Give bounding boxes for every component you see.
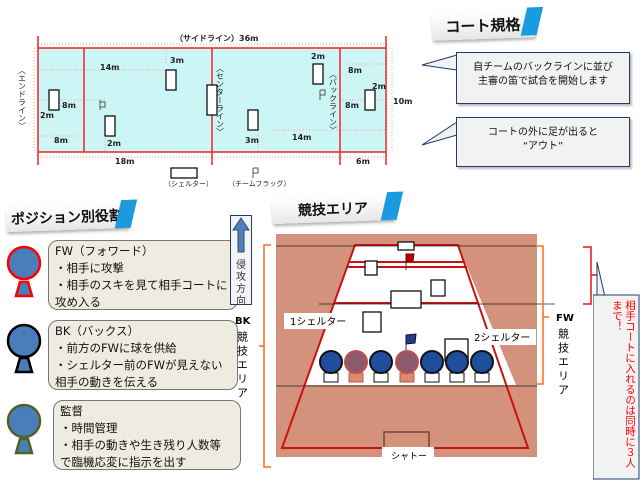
shelter-2-label: 2シェルター [474,332,530,344]
dim-label: 2m [40,111,54,120]
callout-text: 自チームのバックラインに並び [473,62,613,73]
dim-label: 3m [245,136,259,145]
dim-label: 8m [62,101,76,110]
back-line-label: 〈バックライン〉 [329,70,338,134]
player-row [319,350,494,383]
dim-label: 8m [345,101,359,110]
shelter-icon [364,260,378,276]
attack-direction-box: 侵攻方向 [230,215,252,307]
center-line-label: 〈センターライン〉 [216,64,225,136]
fw-avatar-icon [6,245,42,298]
start-callout: 自チームのバックラインに並び 主審の笛で試合を開始します [456,52,630,104]
bk-area-label: 競技エリア [236,330,249,401]
fw-area-bracket [536,245,549,385]
team-flag-legend-label: （チームフラッグ） [228,179,290,188]
dim-label: 10m [393,97,412,106]
positions-title: ポジション別役割 [5,199,138,233]
bk-area-bracket [259,244,271,468]
shelter-icon [390,290,422,309]
shelter-icon [430,279,446,297]
competition-area-diagram: 1シェルター 2シェルター シャトー BK 競技エリア FW 競技エリア [235,234,597,468]
bk-avatar-icon [6,323,42,374]
flag-red-icon [405,253,415,270]
dim-label: 8m [348,66,362,75]
note-callout [593,262,640,480]
shelter-legend-icon [170,167,198,179]
max-three-note: 相手コートに入れるのは同時に３人まで！ [611,300,636,468]
shelter-icon [397,241,415,251]
dim-label: 2m [311,52,325,61]
attack-direction-label: 侵攻方向 [236,260,246,307]
shelter-1-icon [362,311,382,333]
positions-title-text: ポジション別役割 [10,208,124,228]
shelter-1-label: 1シェルター [290,316,346,328]
team-flag-icon [99,100,106,110]
callout-text: “アウト” [522,141,564,152]
side-line-label: （サイドライン）36m [175,33,258,43]
court-spec-title: コート規格 [431,6,544,41]
shelter-legend-label: （シェルター） [164,179,213,188]
bk-player-icon [319,350,343,383]
tag-accent [380,191,404,221]
shelter-icon [364,89,376,111]
shelter-icon [165,69,177,91]
dim-label: 6m [356,157,370,166]
opponent-court-bracket [583,246,597,305]
court-outline [280,244,530,449]
dim-label: 2m [107,139,121,148]
bk-player-icon [445,350,469,383]
dim-label: 2m [372,82,386,91]
out-callout: コートの外に足が出ると “アウト” [456,117,630,167]
area-title: 競技エリア [271,191,404,225]
fw-area-label: 競技エリア [557,327,570,398]
coach-avatar-icon [6,403,42,455]
shuttle-label: シャトー [391,452,427,462]
team-flag-icon [319,89,326,100]
role-avatars [6,245,42,455]
fw-label: FW [556,313,574,324]
callout-pointers [421,54,458,146]
callout-text: コートの外に足が出ると [488,127,598,138]
shelter-icon [104,115,116,137]
dim-label: 18m [115,157,134,166]
bk-player-icon [470,350,494,383]
shelter-icon [247,109,259,131]
area-title-text: 競技エリア [297,200,369,220]
shelter-icon [312,63,324,85]
dim-label: 14m [292,133,311,142]
coach-role-box: 監督 ・時間管理 ・相手の動きや生き残り人数等 で臨機応変に指示を出す [53,400,241,470]
end-line-label: 〈エンドライン〉 [18,66,27,130]
bk-player-icon [420,350,444,383]
flag-blue-icon [405,333,417,351]
court-spec-title-text: コート規格 [445,15,521,37]
shelter-icon [48,89,60,111]
bk-role-box: BK（バックス） ・前方のFWに球を供給 ・シェルター前のFWが見えない 相手の… [48,320,238,390]
fw-role-box: FW（フォワード） ・相手に攻撃 ・相手のスキを見て相手コートに 攻め入る [48,240,238,310]
dim-label: 3m [170,56,184,65]
fw-player-icon [395,350,419,383]
bk-player-icon [369,350,393,383]
court-diagram: （サイドライン）36m 14m 3m 8m 2m 8m 2m 3m 14m 2m… [18,33,413,188]
tag-accent [114,199,138,229]
dim-label: 8m [54,136,68,145]
dim-label: 14m [100,63,119,72]
bk-label: BK [235,316,252,327]
up-arrow-icon [232,217,250,253]
tag-accent [520,6,544,36]
callout-text: 主審の笛で試合を開始します [478,76,608,87]
shelter-icon [206,84,218,116]
fw-player-icon [344,350,368,383]
team-flag-legend-icon [252,167,259,178]
